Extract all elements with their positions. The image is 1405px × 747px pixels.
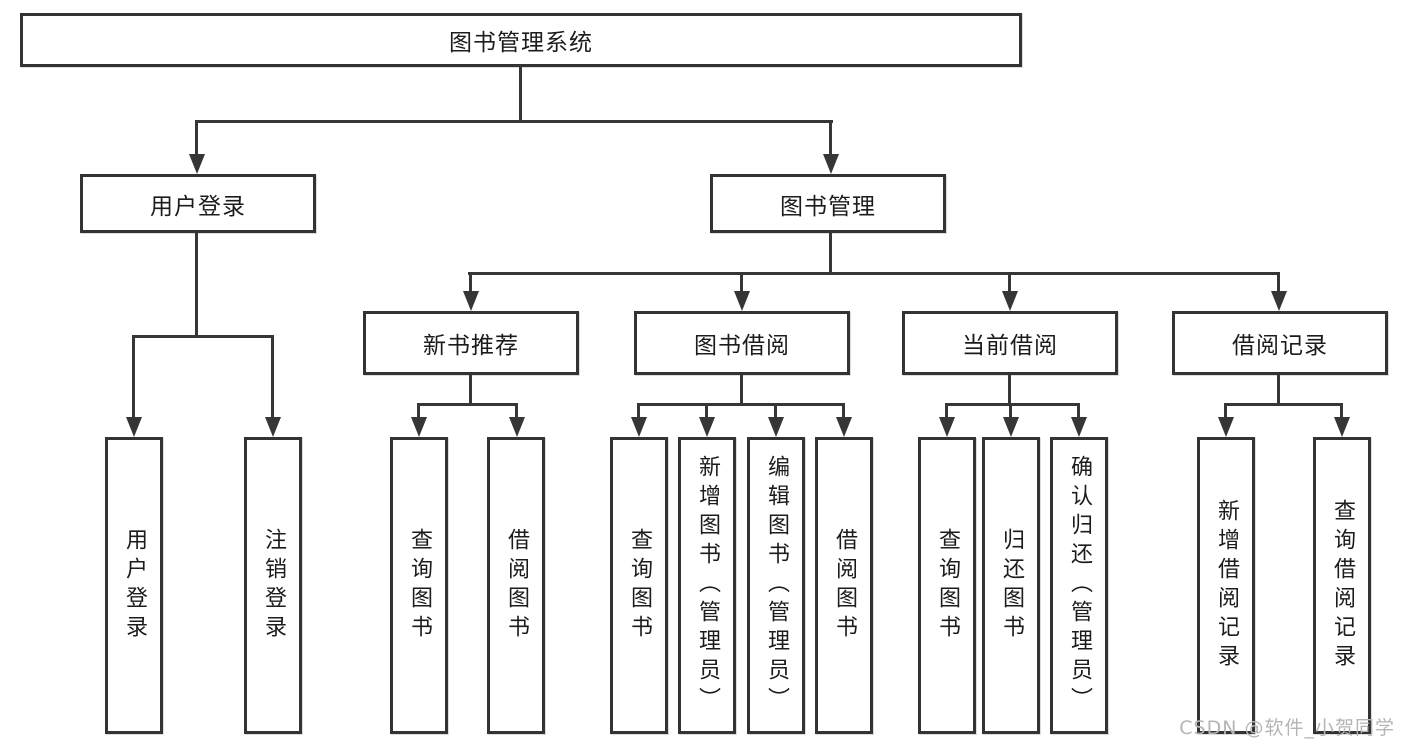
connector-drop-leaf [1077,403,1080,419]
arrowhead [734,291,750,311]
connector-drop-leaf [774,403,777,419]
arrowhead [1334,417,1350,437]
leaf-user-login: 用户登录 [105,437,163,734]
arrowhead [836,417,852,437]
node-new-book-recommend-label: 新书推荐 [423,333,519,359]
arrowhead [189,154,205,174]
arrowhead [1271,291,1287,311]
arrowhead [699,417,715,437]
connector-group4-rail [1224,403,1343,406]
node-book-borrow: 图书借阅 [634,311,850,375]
leaf-label: 确认归还（管理员） [1067,455,1092,716]
leaf-query-book: 查询图书 [918,437,976,734]
connector-drop-leaf [637,403,640,419]
node-book-mgmt: 图书管理 [710,174,946,233]
leaf-add-book-admin: 新增图书（管理员） [678,437,736,734]
leaf-label: 新增图书（管理员） [695,455,720,716]
leaf-label: 查询图书 [935,527,960,644]
leaf-query-borrow-record: 查询借阅记录 [1313,437,1371,734]
connector-drop-group [740,272,743,294]
connector-drop-leaf [945,403,948,419]
arrowhead [126,417,142,437]
connector-drop-leaf [705,403,708,419]
arrowhead [631,417,647,437]
leaf-logout: 注销登录 [244,437,302,734]
node-book-borrow-label: 图书借阅 [694,333,790,359]
connector-drop-leaf [1009,403,1012,419]
node-root: 图书管理系统 [20,13,1022,67]
connector-group2-stem [740,375,743,406]
arrowhead [509,417,525,437]
node-borrow-record-label: 借阅记录 [1232,333,1328,359]
leaf-edit-book-admin: 编辑图书（管理员） [747,437,805,734]
connector-group1-stem [469,375,472,406]
connector-drop-group [1277,272,1280,294]
node-current-borrow: 当前借阅 [902,311,1118,375]
connector-group1-rail [417,403,518,406]
leaf-label: 查询图书 [627,527,652,644]
leaf-label: 查询图书 [407,527,432,644]
leaf-borrow-book: 借阅图书 [487,437,545,734]
arrowhead [1218,417,1234,437]
arrowhead [939,417,955,437]
node-book-mgmt-label: 图书管理 [780,193,876,220]
arrowhead [265,417,281,437]
connector-root-stem [519,67,522,122]
node-root-label: 图书管理系统 [449,30,593,56]
leaf-label: 归还图书 [999,527,1024,644]
connector-group3-stem [1008,375,1011,406]
csdn-watermark: CSDN @软件_小贺同学 [1179,717,1395,739]
arrowhead [1003,417,1019,437]
node-new-book-recommend: 新书推荐 [363,311,579,375]
connector-book-mgmt-rail [468,272,1280,275]
connector-drop-group [469,272,472,294]
leaf-label: 借阅图书 [504,527,529,644]
node-borrow-record: 借阅记录 [1172,311,1388,375]
arrowhead [411,417,427,437]
connector-drop-leaf [132,335,135,419]
leaf-borrow-book: 借阅图书 [815,437,873,734]
node-user-login-label: 用户登录 [150,193,246,220]
leaf-label: 编辑图书（管理员） [764,455,789,716]
arrowhead [1002,291,1018,311]
connector-user-login-rail [132,335,274,338]
connector-root-rail [196,120,833,123]
leaf-confirm-return-admin: 确认归还（管理员） [1050,437,1108,734]
leaf-query-book: 查询图书 [390,437,448,734]
connector-drop-leaf [1340,403,1343,419]
connector-drop-leaf [842,403,845,419]
arrowhead [823,154,839,174]
leaf-label: 注销登录 [261,527,286,644]
connector-drop-leaf [515,403,518,419]
leaf-label: 新增借阅记录 [1214,498,1239,673]
connector-drop-leaf [271,335,274,419]
connector-group4-stem [1277,375,1280,406]
arrowhead [1071,417,1087,437]
leaf-add-borrow-record: 新增借阅记录 [1197,437,1255,734]
connector-drop-book-mgmt [829,120,832,156]
connector-book-mgmt-stem [829,233,832,275]
node-user-login: 用户登录 [80,174,316,233]
arrowhead [768,417,784,437]
connector-user-login-stem [195,233,198,337]
connector-drop-group [1008,272,1011,294]
node-current-borrow-label: 当前借阅 [962,333,1058,359]
connector-drop-leaf [417,403,420,419]
leaf-label: 查询借阅记录 [1330,498,1355,673]
arrowhead [463,291,479,311]
connector-drop-leaf [1224,403,1227,419]
leaf-label: 借阅图书 [832,527,857,644]
leaf-return-book: 归还图书 [982,437,1040,734]
connector-drop-user-login [195,120,198,156]
connector-group2-rail [637,403,844,406]
leaf-query-book: 查询图书 [610,437,668,734]
leaf-label: 用户登录 [122,527,147,644]
